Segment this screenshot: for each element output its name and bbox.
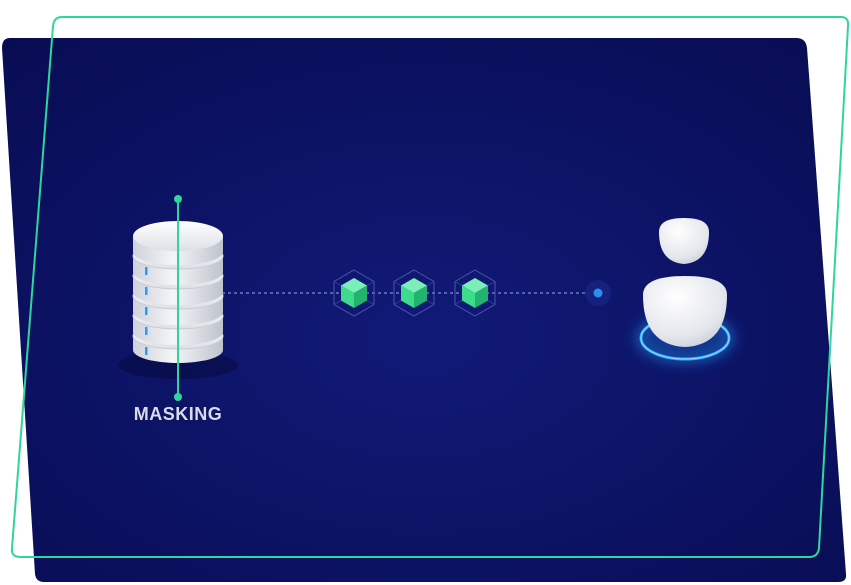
cube-icon [333,269,375,317]
user-icon [637,218,733,361]
masking-marker [174,195,182,401]
cube-icon [393,269,435,317]
accent-frame [10,16,850,558]
cube-icon [454,269,496,317]
masking-label: MASKING [133,404,223,424]
endpoint-dot [585,280,611,306]
